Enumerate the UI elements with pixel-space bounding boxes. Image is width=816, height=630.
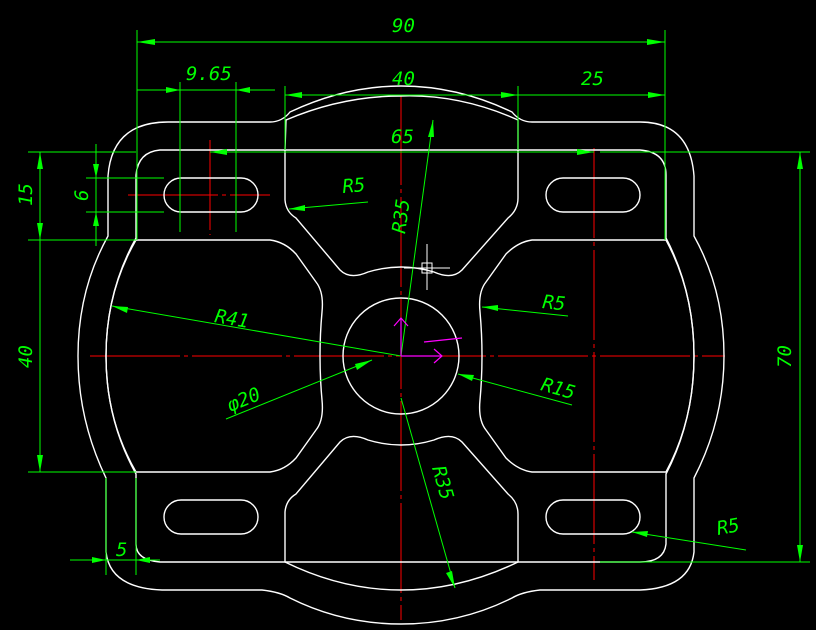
crosshair-cursor-icon (404, 244, 450, 290)
dim-left-height: 40 (15, 345, 37, 368)
dim-corner-radius-bottom: R5 (715, 514, 741, 540)
dim-top-arc-span: 40 (392, 68, 415, 90)
center-hole (342, 297, 460, 415)
dim-overall-width: 90 (392, 15, 415, 37)
bottom-cutout (284, 435, 519, 591)
slot-bottom-right (545, 499, 641, 535)
dimension-lines (28, 30, 810, 589)
dim-overall-height: 70 (774, 345, 796, 368)
dim-right-fillet: R5 (541, 291, 566, 315)
slot-top-left (163, 177, 259, 213)
dim-slot-width: 9.65 (186, 63, 232, 85)
dim-bottom-offset: 5 (116, 539, 127, 561)
slot-bottom-left (163, 499, 259, 535)
dim-top-arc-radius: R35 (388, 198, 415, 235)
slot-top-right (545, 177, 641, 213)
dim-inner-width: 65 (391, 126, 414, 148)
left-cutout (105, 239, 324, 473)
dim-slot-height: 6 (71, 190, 93, 201)
outer-contour (77, 85, 725, 625)
dim-right-offset: 25 (581, 68, 604, 90)
part-geometry (77, 85, 725, 625)
dim-corner-radius-top: R5 (342, 174, 367, 198)
dim-top-band: 15 (15, 183, 37, 206)
right-cutout (478, 239, 695, 473)
top-cutout (284, 95, 519, 277)
ucs-icon (393, 317, 463, 364)
